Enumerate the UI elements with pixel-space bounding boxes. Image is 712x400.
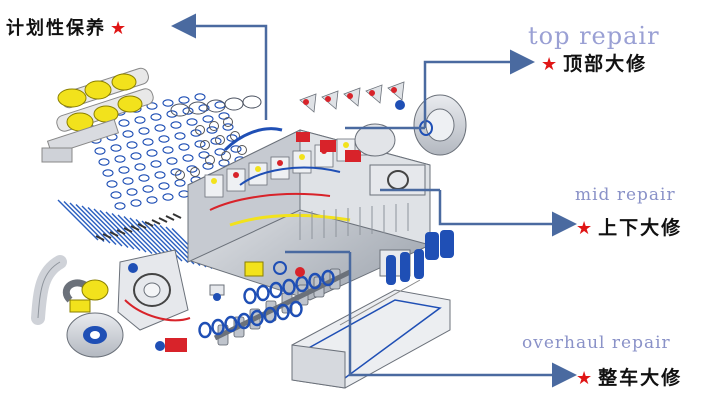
arrow-top-repair bbox=[423, 49, 535, 128]
engine-block bbox=[187, 127, 431, 301]
mid-repair-text: 上下大修 bbox=[598, 217, 683, 239]
star-icon: ★ bbox=[541, 54, 560, 75]
star-icon: ★ bbox=[576, 218, 595, 239]
turbocharger bbox=[62, 279, 124, 358]
star-icon: ★ bbox=[110, 18, 129, 39]
arrow-overhaul-repair bbox=[348, 252, 577, 388]
valve-covers bbox=[299, 81, 405, 113]
label-top-repair-en: top repair bbox=[528, 22, 660, 50]
small-fittings bbox=[155, 261, 305, 352]
oil-filters bbox=[379, 230, 454, 285]
planned-text: 计划性保养 bbox=[6, 18, 106, 39]
oil-pan bbox=[291, 279, 451, 389]
label-overhaul-repair-cn: ★整车大修 bbox=[576, 363, 682, 390]
flywheel-housing bbox=[354, 94, 467, 196]
exhaust-pipe bbox=[31, 255, 67, 325]
o-rings bbox=[198, 269, 335, 339]
label-top-repair-cn: ★顶部大修 bbox=[541, 49, 647, 76]
arrow-planned bbox=[171, 13, 268, 120]
arrow-mid-repair bbox=[438, 190, 577, 237]
rings-cluster bbox=[175, 117, 247, 180]
star-icon: ★ bbox=[576, 368, 595, 389]
top-repair-text: 顶部大修 bbox=[563, 53, 648, 75]
label-overhaul-repair-en: overhaul repair bbox=[522, 333, 671, 353]
label-planned-maintenance: 计划性保养★ bbox=[6, 14, 128, 40]
rocker-arm-assembly bbox=[41, 67, 154, 163]
overhaul-repair-text: 整车大修 bbox=[598, 367, 683, 389]
callout-arrows bbox=[171, 13, 577, 388]
label-mid-repair-cn: ★上下大修 bbox=[576, 213, 682, 240]
label-mid-repair-en: mid repair bbox=[575, 185, 676, 205]
gear-case-cover bbox=[117, 249, 191, 331]
